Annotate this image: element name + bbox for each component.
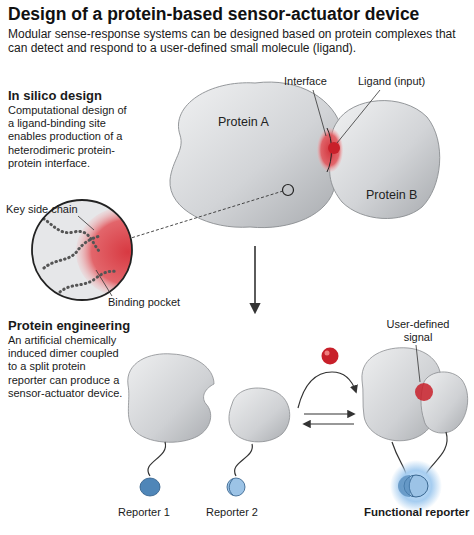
interface-patch (328, 142, 340, 154)
dimer-complex (421, 372, 468, 433)
binding-arrow (298, 372, 356, 408)
blob-outline (160, 75, 350, 233)
figure-title: Design of a protein-based sensor-actuato… (8, 4, 474, 25)
dimer-complex (415, 383, 433, 401)
protein-a-monomer (128, 354, 214, 442)
ligand-molecule (325, 351, 330, 356)
reporter-2-fragment (227, 478, 245, 496)
part-label: Key side chain (6, 203, 96, 216)
reporter-tether (148, 442, 166, 476)
protein-b-monomer (229, 388, 290, 442)
magnifier (32, 200, 132, 300)
equilibrium-arrows (304, 414, 354, 424)
ligand-molecule (322, 348, 339, 365)
dimer-complex (362, 348, 468, 441)
reporter-tether (235, 444, 253, 476)
reporter-1-fragment (140, 478, 160, 496)
protein-blob: Protein B (322, 92, 442, 222)
functional-reporter (390, 460, 442, 512)
leader-line (96, 270, 112, 296)
reporter-2-fragment (229, 479, 233, 495)
functional-reporter (398, 475, 410, 497)
interface-patch (327, 128, 332, 172)
leader-line (78, 216, 94, 230)
part-label: Reporter 2 (206, 506, 286, 519)
node-label: Protein A (218, 115, 269, 129)
process-arrow (254, 246, 256, 312)
magnifier (60, 271, 118, 292)
magnifier (131, 191, 283, 238)
leader-line (337, 90, 380, 143)
leader-line (416, 345, 420, 382)
magnifier (76, 206, 180, 298)
part-label: Ligand (input) (358, 75, 458, 88)
section-heading: Protein engineering (8, 318, 158, 334)
magnifier (32, 185, 294, 301)
magnifier (36, 214, 100, 252)
protein-a-monomer (128, 354, 214, 442)
ligand-molecule (322, 348, 339, 365)
protein-b-monomer (229, 388, 290, 442)
leader-line (78, 216, 112, 296)
magnifier (283, 185, 294, 196)
leader-line (313, 90, 380, 143)
binding-arrow (298, 372, 356, 408)
interface-patch (317, 128, 343, 172)
leader-line (416, 345, 420, 382)
subtitle: Modular sense-response systems can be de… (8, 27, 470, 56)
section-heading: In silico design (8, 88, 148, 104)
blob-outline (322, 92, 442, 222)
reporter-2-fragment (227, 478, 245, 496)
protein-blob: Protein A (160, 75, 350, 233)
section-body: Computational design of a ligand-binding… (8, 104, 128, 170)
part-label: Reporter 1 (118, 506, 198, 519)
equilibrium-arrows (304, 413, 354, 414)
blob-outline (330, 101, 440, 219)
functional-reporter (390, 460, 442, 512)
node-label: Protein B (366, 188, 417, 202)
reporter-tether (148, 442, 252, 476)
section-body: An artificial chemically induced dimer c… (8, 334, 126, 400)
magnifier (44, 236, 100, 268)
magnifier (32, 200, 132, 300)
magnifier (36, 206, 180, 298)
leader-line (313, 90, 326, 136)
interface-patch (317, 128, 343, 172)
part-label: User-defined signal (378, 318, 458, 344)
part-label: Binding pocket (108, 296, 198, 309)
process-arrow (255, 246, 256, 312)
equilibrium-arrows (304, 423, 354, 424)
reporter-1-fragment (140, 478, 160, 496)
blob-outline (170, 82, 342, 228)
